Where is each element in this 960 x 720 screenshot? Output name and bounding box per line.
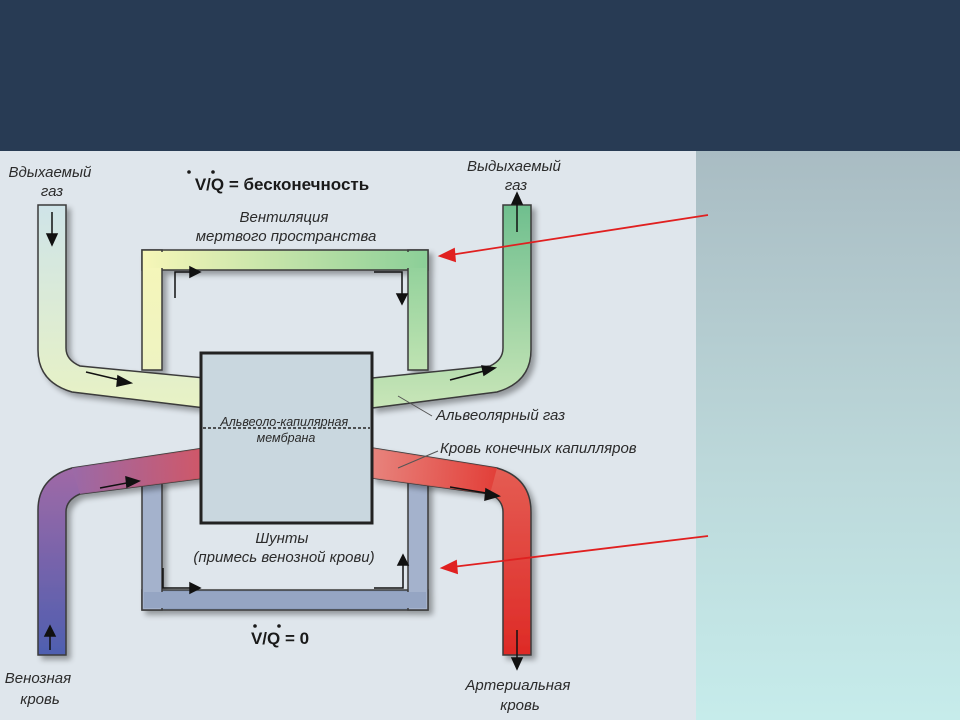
formula-top: V/Q = бесконечность [195, 175, 369, 194]
dead-space-loop [141, 249, 429, 371]
exhaled-gas-tube [371, 204, 532, 409]
venous-blood-label: Венозная кровь [5, 670, 76, 708]
venous-blood-inlet [72, 448, 205, 494]
flow-arrows [43, 191, 524, 671]
slide-header [0, 0, 960, 151]
membrane-label: Альвеоло-капилярная мембрана [219, 415, 351, 445]
shunts-label: Шунты (примесь венозной крови) [193, 530, 374, 566]
exhaled-gas-label: Выдыхаемый газ [467, 158, 565, 194]
label-leaders [397, 395, 439, 469]
alveolo-capillary-box [199, 351, 374, 525]
formula-bottom: V/Q = 0 [251, 629, 309, 648]
formula-top-dots [187, 170, 215, 174]
formula-bottom-dots [253, 624, 281, 628]
arterial-blood-label: Артериальная кровь [464, 677, 574, 714]
side-panel [696, 151, 960, 720]
inhaled-gas-label: Вдыхаемый газ [8, 164, 95, 200]
end-capillary-blood-label: Кровь конечных капилляров [440, 440, 637, 457]
pointer-arrows [437, 214, 709, 575]
alveolar-gas-label: Альвеолярный газ [435, 407, 565, 424]
dead-space-label: Вентиляция мертвого пространства [196, 209, 377, 245]
arterial-blood-outlet [372, 448, 497, 494]
shunt-loop [141, 479, 429, 611]
